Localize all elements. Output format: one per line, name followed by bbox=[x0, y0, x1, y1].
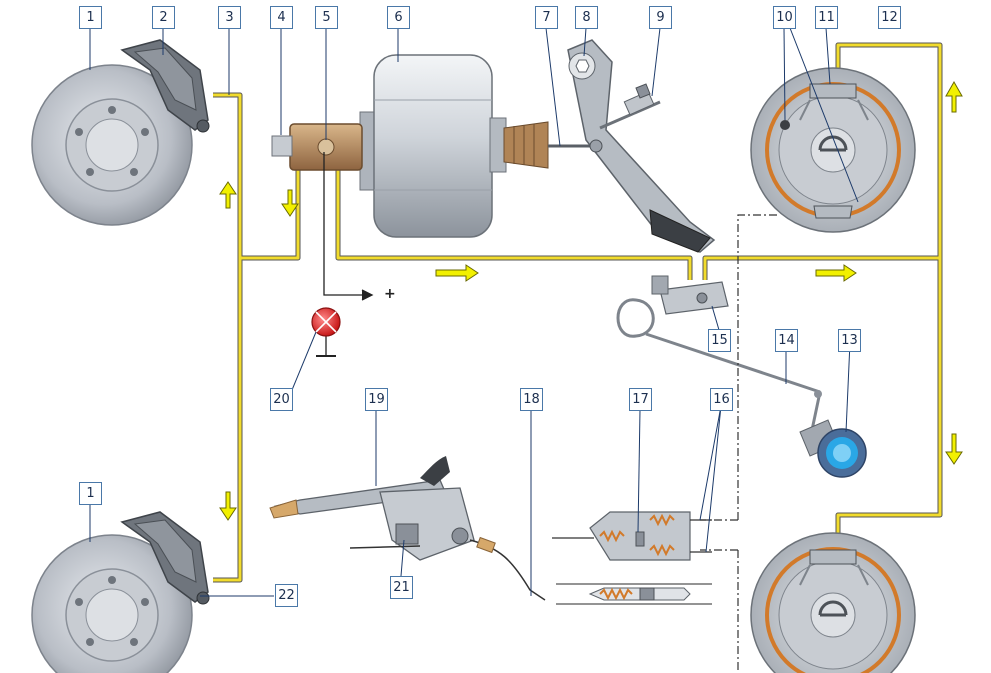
pushrod-boot bbox=[503, 121, 596, 169]
callout-22: 22 bbox=[275, 584, 298, 607]
flow-arrow-up-rear-right bbox=[945, 80, 963, 113]
callout-1-bottom: 1 bbox=[79, 482, 102, 505]
flow-arrow-up-front-left bbox=[219, 181, 237, 209]
front-disc-brake-bottom bbox=[31, 511, 210, 673]
callout-1-top: 1 bbox=[79, 6, 102, 29]
front-disc-brake-top bbox=[31, 39, 210, 226]
rear-axle-bracket bbox=[799, 419, 867, 478]
warning-lamp-circuit bbox=[316, 152, 374, 357]
parking-brake-cables bbox=[700, 214, 780, 672]
callout-16: 16 bbox=[710, 388, 733, 411]
callout-6: 6 bbox=[387, 6, 410, 29]
leader-lines bbox=[89, 27, 859, 597]
callout-3: 3 bbox=[218, 6, 241, 29]
parking-brake-lever bbox=[269, 456, 546, 601]
flow-arrow-down-front-left bbox=[219, 491, 237, 521]
master-cylinder bbox=[271, 123, 363, 171]
brake-light-switch bbox=[599, 83, 661, 130]
callout-10: 10 bbox=[773, 6, 796, 29]
callout-17: 17 bbox=[629, 388, 652, 411]
rear-drum-brake-bottom bbox=[750, 532, 916, 673]
rear-drum-brake-top bbox=[750, 67, 916, 233]
brake-lines bbox=[213, 42, 943, 583]
flow-arrow-right-rear bbox=[815, 264, 857, 282]
callout-19: 19 bbox=[365, 388, 388, 411]
brake-pedal bbox=[567, 39, 716, 253]
callout-4: 4 bbox=[270, 6, 293, 29]
cable-rod bbox=[556, 583, 712, 605]
callout-12: 12 bbox=[878, 6, 901, 29]
callout-8: 8 bbox=[575, 6, 598, 29]
flow-arrows bbox=[219, 80, 963, 521]
vacuum-booster bbox=[359, 54, 507, 238]
callout-14: 14 bbox=[775, 329, 798, 352]
warning-lamp bbox=[311, 307, 341, 337]
flow-arrow-down-center bbox=[281, 189, 299, 217]
callout-20: 20 bbox=[270, 388, 293, 411]
callout-5: 5 bbox=[315, 6, 338, 29]
callout-9: 9 bbox=[649, 6, 672, 29]
regulator-lever bbox=[810, 390, 822, 431]
callout-11: 11 bbox=[815, 6, 838, 29]
callout-2: 2 bbox=[152, 6, 175, 29]
callout-13: 13 bbox=[838, 329, 861, 352]
flow-arrow-down-rear-right bbox=[945, 433, 963, 465]
flow-arrow-right-center bbox=[435, 264, 479, 282]
pressure-regulator bbox=[616, 275, 821, 394]
callout-21: 21 bbox=[390, 576, 413, 599]
callout-7: 7 bbox=[535, 6, 558, 29]
callout-18: 18 bbox=[520, 388, 543, 411]
positive-terminal-label: + bbox=[384, 286, 396, 302]
callout-15: 15 bbox=[708, 329, 731, 352]
cable-equalizer bbox=[552, 511, 712, 561]
